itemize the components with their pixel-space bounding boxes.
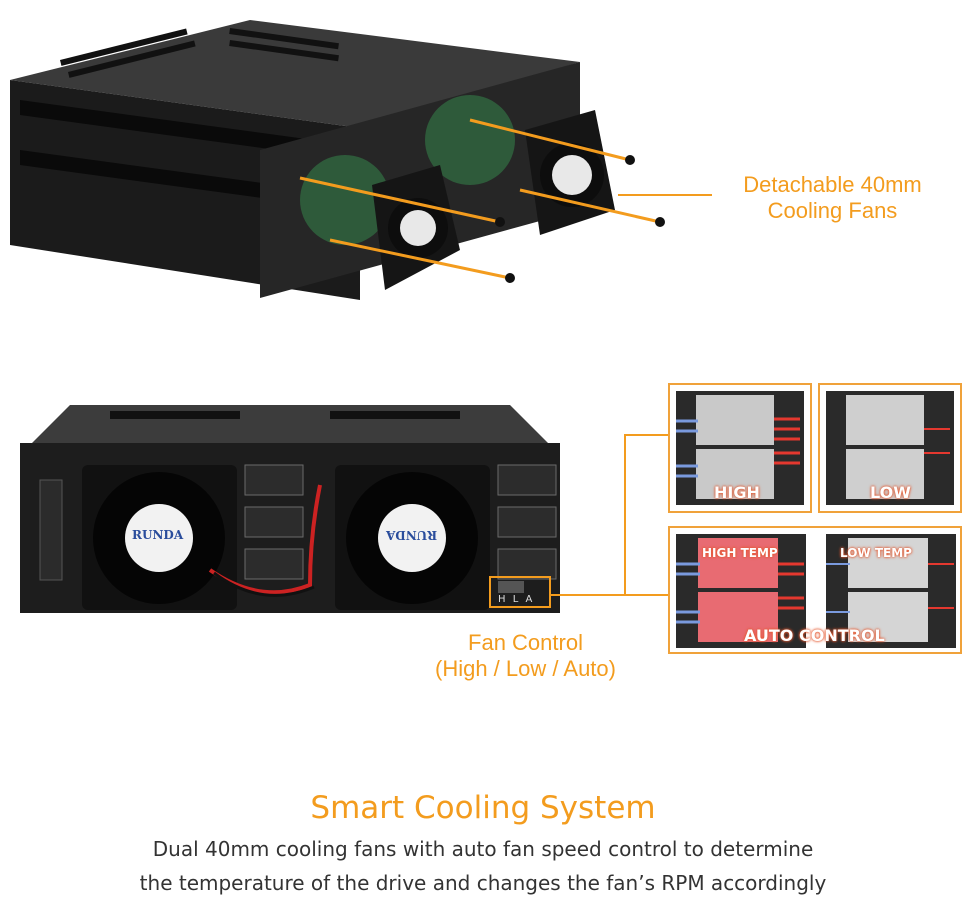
fans-callout-line1: Detachable 40mm — [743, 172, 922, 197]
mode-low-label: LOW — [870, 483, 911, 502]
mode-auto-box: HIGH TEMP LOW TEMP AUTO CONTROL — [668, 526, 962, 654]
product-front-view — [10, 395, 570, 625]
mode-high-temp-panel — [676, 534, 806, 648]
mode-high-temp-label: HIGH TEMP — [702, 546, 778, 560]
fan-brand-label-left: RUNDA — [132, 528, 184, 542]
mode-low-temp-panel — [826, 534, 956, 648]
section-title: Smart Cooling System — [310, 790, 656, 826]
fan-control-callout: Fan Control (High / Low / Auto) — [418, 630, 633, 682]
fan-control-callout-line2: (High / Low / Auto) — [435, 656, 616, 681]
mode-low-panel — [826, 391, 954, 505]
mode-low-box: LOW — [818, 383, 962, 513]
control-connector-lines — [550, 434, 670, 596]
fan-switch-letters: H L A — [498, 594, 535, 605]
mode-low-temp-label: LOW TEMP — [840, 546, 912, 560]
fan-brand-label-right: RUNDA — [386, 528, 438, 542]
mode-high-label: HIGH — [714, 483, 760, 502]
section-description: Dual 40mm cooling fans with auto fan spe… — [0, 832, 966, 900]
fan-control-callout-line1: Fan Control — [468, 630, 583, 655]
mode-high-box: HIGH — [668, 383, 812, 513]
mode-high-panel — [676, 391, 804, 505]
product-exploded-view — [0, 0, 720, 310]
description-line2: the temperature of the drive and changes… — [139, 871, 827, 895]
fans-callout-line2: Cooling Fans — [767, 198, 898, 223]
fans-callout: Detachable 40mm Cooling Fans — [715, 172, 950, 224]
mode-auto-control-label: AUTO CONTROL — [744, 626, 885, 645]
description-line1: Dual 40mm cooling fans with auto fan spe… — [152, 837, 814, 861]
